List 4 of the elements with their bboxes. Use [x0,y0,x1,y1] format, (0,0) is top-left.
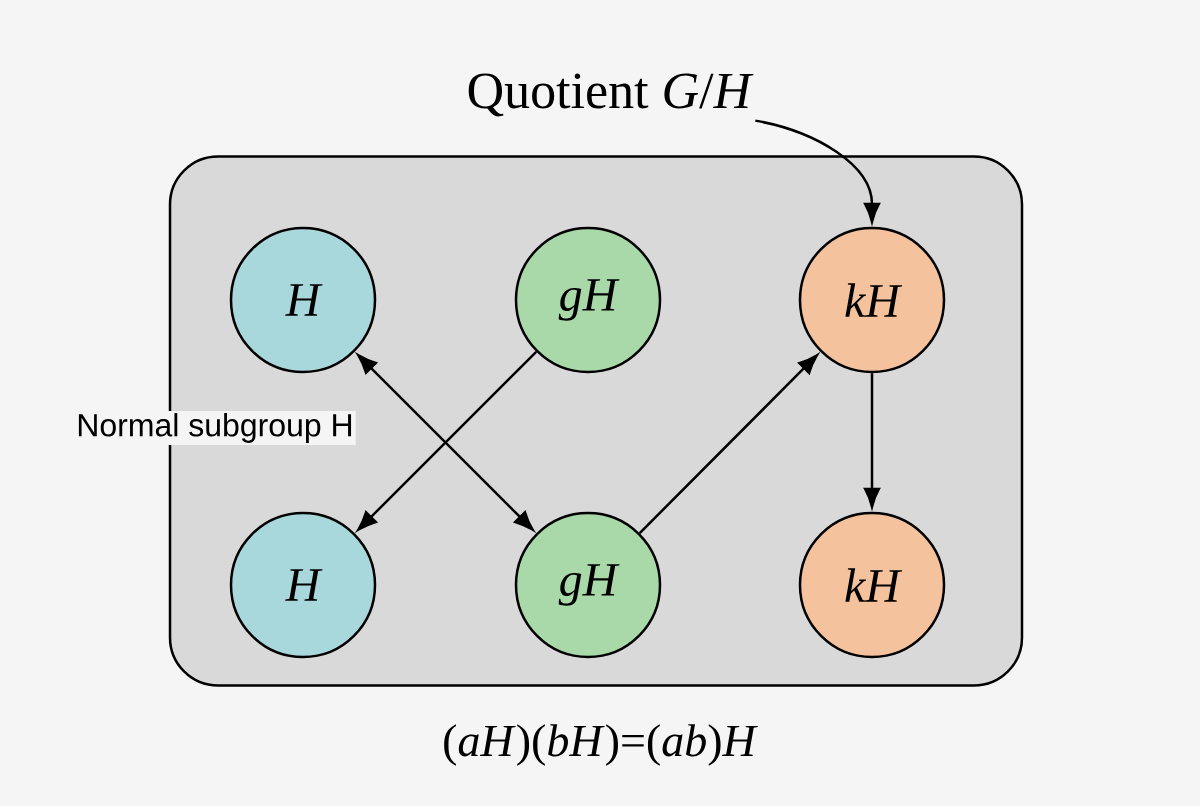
quotient-label: Quotient G/H [468,73,754,117]
arrow [638,354,818,534]
equation-caption: (aH)(bH)=(ab)H [444,724,758,766]
side-label: Normal subgroup H [74,411,356,445]
